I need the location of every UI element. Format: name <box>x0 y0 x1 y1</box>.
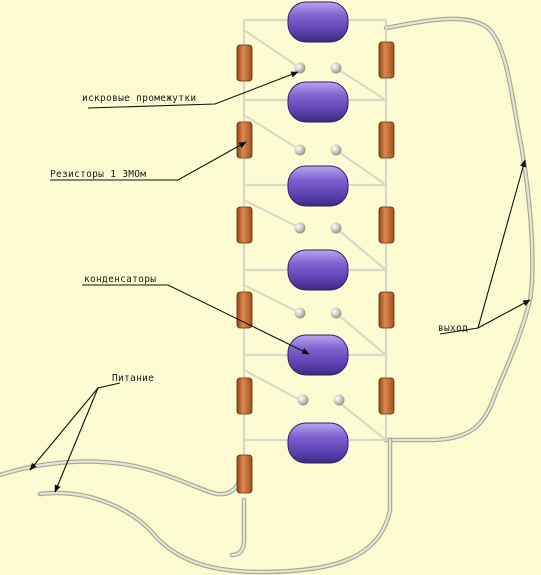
capacitor <box>287 1 349 43</box>
leader-lines <box>29 71 531 493</box>
output-label: выход <box>438 323 469 334</box>
spark-ball <box>294 144 306 156</box>
resistor <box>378 206 395 244</box>
resistors-label: Резисторы 1 3МОм <box>50 169 147 180</box>
capacitors-label: конденсаторы <box>84 274 157 285</box>
power-leader-2 <box>54 387 99 493</box>
spark-ball <box>330 62 342 74</box>
capacitor <box>287 165 349 207</box>
resistor <box>236 454 253 494</box>
resistor <box>378 377 395 415</box>
resistor <box>236 291 253 329</box>
spark-gaps-label: искровые промежутки <box>82 93 197 104</box>
spark-ball <box>294 62 306 74</box>
spark-ball <box>330 144 342 156</box>
resistors <box>236 41 395 494</box>
output-leader-2 <box>477 299 531 329</box>
output-leader <box>439 159 527 335</box>
resistors-leader <box>50 141 247 181</box>
resistor <box>378 41 395 79</box>
capacitor <box>287 81 349 123</box>
resistor <box>378 291 395 329</box>
resistor <box>236 121 253 159</box>
spark-ball <box>333 394 345 406</box>
spark-gaps-leader <box>87 71 299 109</box>
spark-ball <box>294 307 306 319</box>
spark-ball <box>297 394 309 406</box>
resistor <box>236 206 253 244</box>
power-label: Питание <box>112 373 155 384</box>
spark-gaps <box>294 62 345 406</box>
resistor <box>378 121 395 159</box>
power-leader-1 <box>29 382 121 471</box>
capacitor <box>287 249 349 291</box>
cables <box>0 16 535 575</box>
spark-ball <box>294 222 306 234</box>
spark-ball <box>330 307 342 319</box>
resistor <box>236 377 253 415</box>
capacitors-leader <box>82 284 310 355</box>
capacitor <box>287 422 349 464</box>
capacitors <box>287 1 349 464</box>
spark-ball <box>330 222 342 234</box>
capacitor <box>287 334 349 376</box>
resistor <box>236 44 253 82</box>
